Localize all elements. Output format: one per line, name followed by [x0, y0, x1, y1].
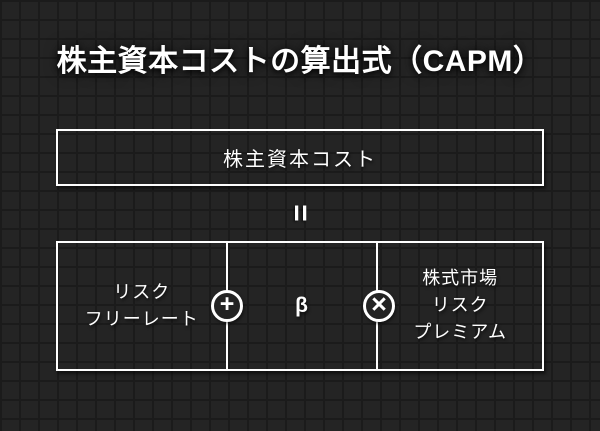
equals-row: =	[56, 186, 544, 241]
term-risk-free-rate: リスク フリーレート	[58, 243, 226, 369]
result-box: 株主資本コスト	[56, 128, 544, 186]
term-beta-label: β	[295, 294, 309, 317]
equals-icon: =	[284, 204, 317, 222]
term-equity-market-risk-premium-label: 株式市場 リスク プレミアム	[413, 268, 508, 342]
term-equity-market-risk-premium: 株式市場 リスク プレミアム	[376, 242, 542, 369]
capm-diagram: 株主資本コストの算出式（CAPM） 株主資本コスト = リスク フリーレート β…	[56, 42, 544, 371]
term-beta: β	[225, 242, 377, 369]
multiply-symbol: ×	[371, 289, 387, 319]
page-title: 株主資本コストの算出式（CAPM）	[56, 45, 544, 78]
plus-circle-icon: +	[211, 289, 243, 322]
formula-box: リスク フリーレート β 株式市場 リスク プレミアム + ×	[56, 240, 544, 371]
multiply-circle-icon: ×	[363, 289, 395, 322]
term-risk-free-rate-label: リスク フリーレート	[84, 281, 199, 329]
result-box-label: 株主資本コスト	[223, 148, 377, 171]
plus-symbol: +	[219, 290, 235, 318]
